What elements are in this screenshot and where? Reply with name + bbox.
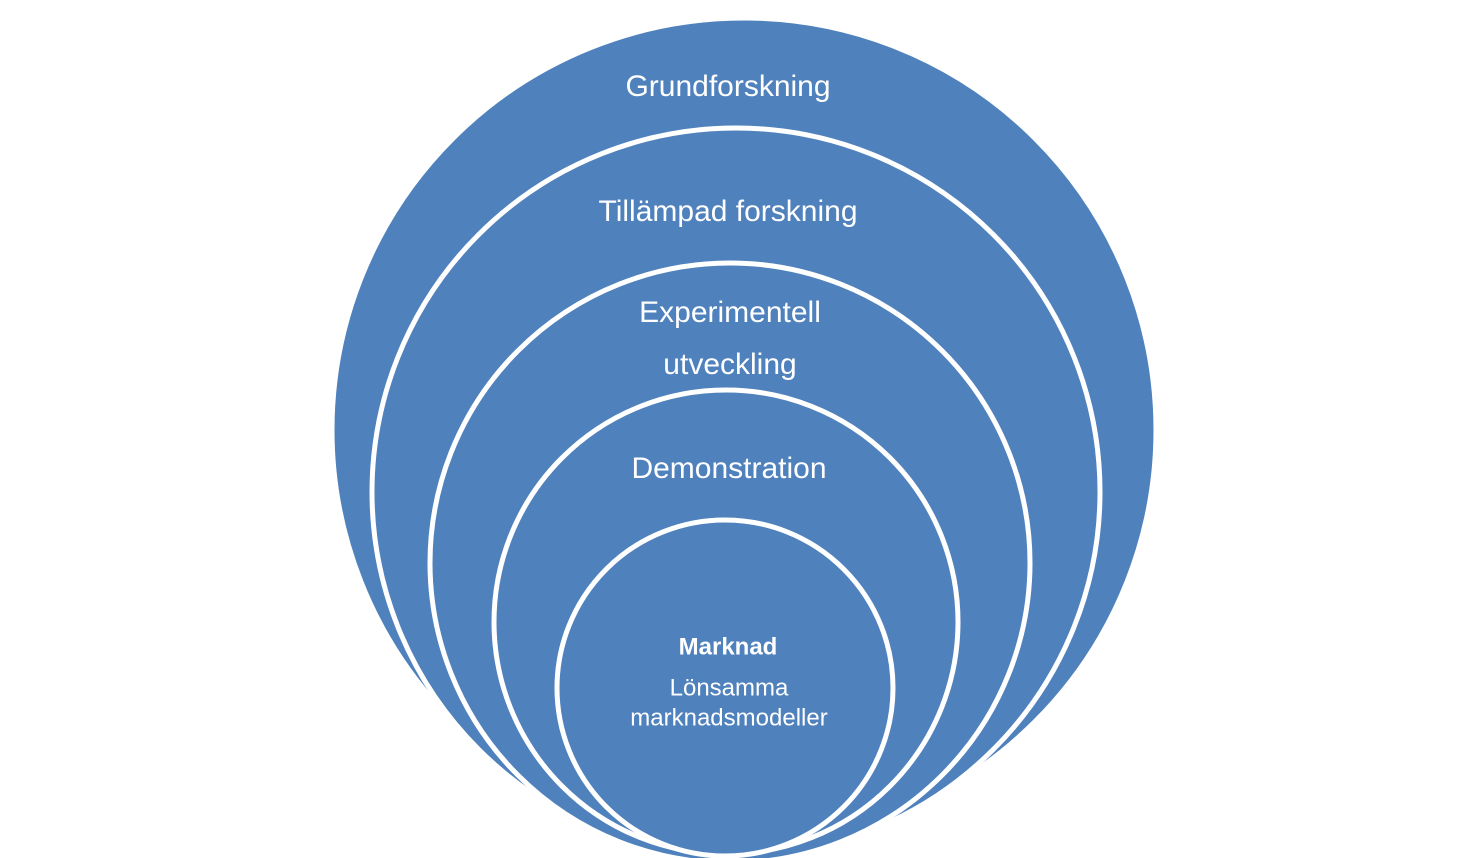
- circle-marknad: [554, 517, 896, 858]
- label-marknad: Marknad: [679, 633, 778, 660]
- label-utveckling: utveckling: [663, 348, 796, 381]
- label-grundforskning: Grundforskning: [625, 70, 830, 103]
- label-demonstration: Demonstration: [631, 452, 826, 485]
- label-marknadsmodeller: marknadsmodeller: [630, 704, 827, 731]
- label-experimentell: Experimentell: [639, 296, 821, 329]
- label-lonsamma: Lönsamma: [670, 674, 789, 701]
- label-tillampad-forskning: Tillämpad forskning: [599, 195, 858, 228]
